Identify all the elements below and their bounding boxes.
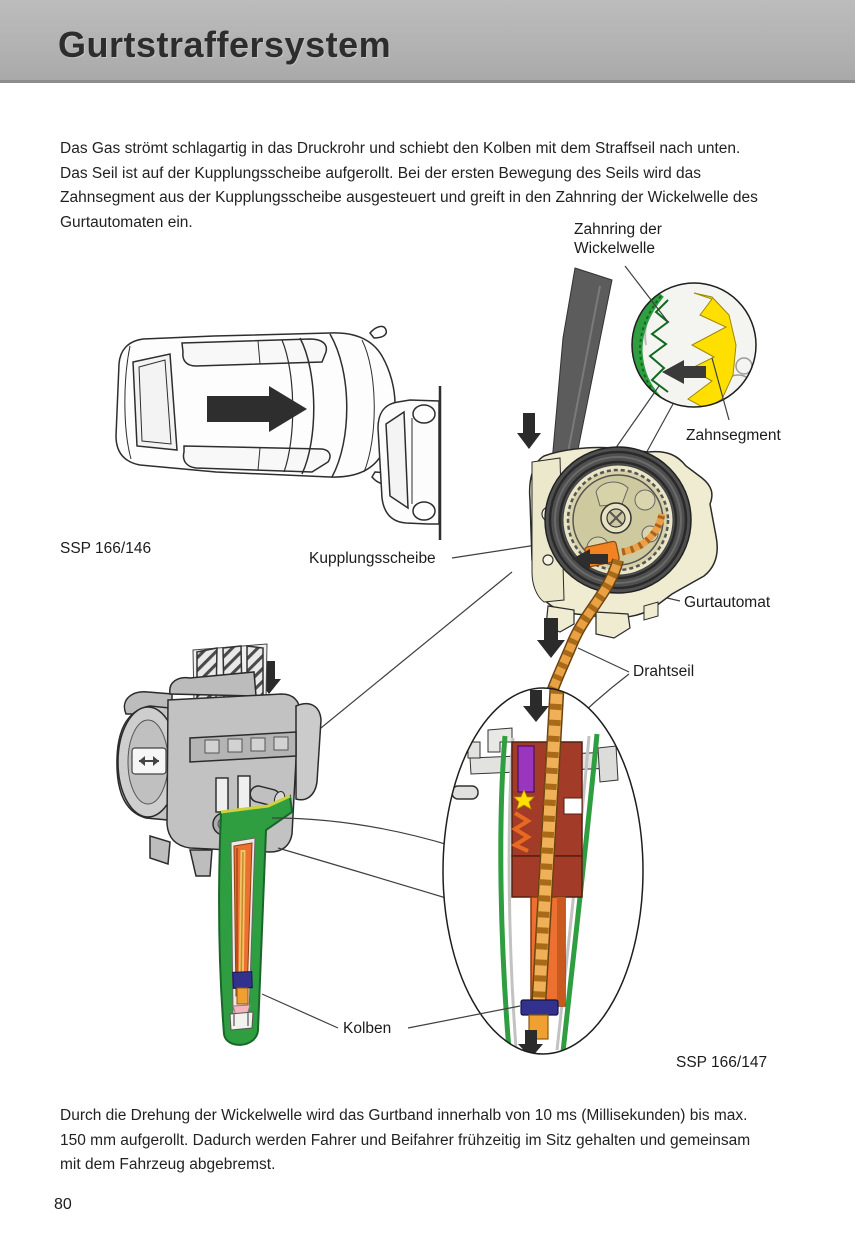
crash-barrier-car [377,386,442,540]
side-mirror [369,325,388,339]
outro-paragraph: Durch die Drehung der Wickelwelle wird d… [60,1104,750,1178]
intro-line: Gurtautomaten ein. [60,213,193,231]
page-number: 80 [54,1196,72,1213]
piston-seal [520,999,559,1016]
down-arrow-icon [517,413,541,449]
outro-line: 150 mm aufgerollt. Dadurch werden Fahrer… [60,1131,751,1149]
headlight [412,404,436,424]
header-bar: Gurtstraffersystem [0,0,855,83]
tube-wall-left [498,735,512,1051]
leader-kolben [261,993,521,1029]
intro-line: Das Seil ist auf der Kupplungsscheibe au… [60,164,702,182]
label-drahtseil: Drahtseil [633,663,695,680]
figure-caption-1: SSP 166/146 [60,540,152,557]
retractor-unit [116,643,322,1046]
side-window [182,445,331,473]
leader-zahnring [624,265,669,323]
leader-connector [304,571,513,742]
label-kupplungsscheibe: Kupplungsscheibe [309,550,436,567]
leader-zahnsegment [711,357,730,421]
down-arrow-icon [518,1030,543,1054]
sticker-arrow-icon [139,756,159,766]
windshield [299,337,315,475]
piston-seal [232,971,253,989]
intro-line: Zahnsegment aus der Kupplungsscheibe aus… [60,189,758,207]
leader-drahtseil [577,647,630,673]
headlight [412,501,436,521]
detail-circle-magnifier [631,282,757,408]
left-arrow-icon [662,360,706,384]
spark-star [513,788,535,810]
label-zahnring: Zahnring der Wickelwelle [574,221,662,257]
side-window [181,338,328,367]
down-arrow-icon [537,618,565,658]
pressure-tube [218,794,294,1046]
spring [510,811,532,853]
gurtautomat-unit [528,446,718,712]
outro-line: mit dem Fahrzeug abgebremst. [60,1156,276,1174]
magnifier-wedge-lines [271,817,453,899]
left-arrow-icon [572,549,608,569]
page-title: Gurtstraffersystem [58,24,392,65]
figure-caption-2: SSP 166/147 [676,1054,768,1071]
zahnsegment-yellow [687,292,737,407]
cable-wrap [621,513,666,556]
igniter [517,745,535,793]
label-kolben: Kolben [343,1020,392,1037]
piston-body [236,987,249,1005]
label-zahnsegment: Zahnsegment [686,427,781,444]
down-arrow-icon [523,690,549,722]
intro-line: Das Gas strömt schlagartig in das Druckr… [60,140,741,157]
direction-arrow-icon [207,386,307,432]
magnifier-ellipse [442,687,644,1055]
outro-line: Durch die Drehung der Wickelwelle wird d… [60,1107,748,1124]
car-top-view [115,325,399,485]
vent-pin [451,785,479,800]
intro-paragraph: Das Gas strömt schlagartig in das Druckr… [60,137,758,235]
label-gurtautomat: Gurtautomat [684,594,771,611]
windshield [385,410,409,510]
